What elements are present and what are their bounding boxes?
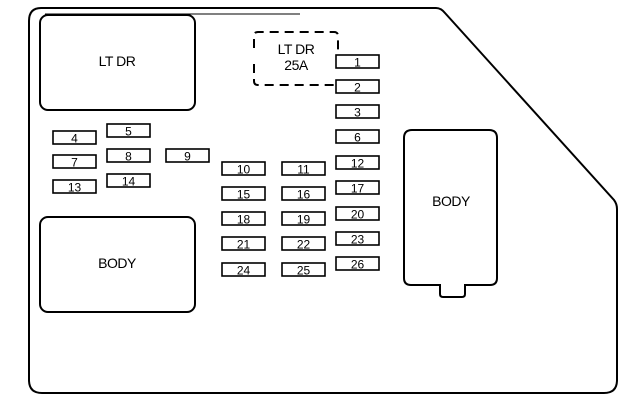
- fuse-slot: [335, 54, 380, 69]
- fuse-slot: [335, 129, 380, 144]
- fuse-8: 8: [106, 148, 151, 164]
- fuse-2: 2: [335, 79, 380, 95]
- fuse-label: 24: [237, 264, 251, 278]
- fuse-label: 17: [351, 182, 365, 196]
- fuse-18: 18: [221, 211, 266, 227]
- fuse-slot: [221, 186, 266, 201]
- fuse-25: 25: [281, 262, 326, 278]
- fuse-label: 4: [71, 132, 78, 146]
- fuse-slot: [281, 161, 326, 176]
- fuse-23: 23: [335, 231, 380, 247]
- fuse-label: 7: [71, 156, 78, 170]
- fuse-label: 1: [354, 56, 361, 70]
- fuse-slot: [221, 161, 266, 176]
- fuse-slot: [221, 262, 266, 277]
- fuse-label: 8: [125, 150, 132, 164]
- fuse-9: 9: [165, 148, 210, 164]
- fuse-label: 23: [351, 233, 365, 247]
- optional-fuse-lt-dr-25a: LT DR 25A: [253, 31, 339, 86]
- fuse-1: 1: [335, 54, 380, 70]
- fuse-14: 14: [106, 173, 151, 189]
- fuse-10: 10: [221, 161, 266, 177]
- fuse-17: 17: [335, 180, 380, 196]
- fuse-slot: [335, 104, 380, 119]
- fuse-label: 5: [125, 125, 132, 139]
- fuse-11: 11: [281, 161, 326, 177]
- fuse-24: 24: [221, 262, 266, 278]
- fuse-22: 22: [281, 236, 326, 252]
- fuse-slot: [335, 180, 380, 195]
- relay-body-left: BODY: [39, 216, 196, 313]
- relay-lt-dr-label: LT DR: [99, 53, 136, 69]
- fuse-label: 20: [351, 208, 365, 222]
- fuse-label: 3: [354, 106, 361, 120]
- fuse-15: 15: [221, 186, 266, 202]
- fuse-slot: [106, 173, 151, 188]
- fuse-20: 20: [335, 206, 380, 222]
- fuse-label: 6: [354, 131, 361, 145]
- fuse-slot: [52, 179, 97, 194]
- fuse-label: 19: [297, 213, 311, 227]
- fuse-label: 16: [297, 188, 311, 202]
- fuse-slot: [281, 236, 326, 251]
- fuse-7: 7: [52, 154, 97, 170]
- fuse-6: 6: [335, 129, 380, 145]
- fuse-label: 21: [237, 238, 251, 252]
- fuse-26: 26: [335, 256, 380, 272]
- fuse-label: 15: [237, 188, 251, 202]
- fuse-label: 25: [297, 264, 311, 278]
- fuse-4: 4: [52, 130, 97, 146]
- fuse-slot: [52, 130, 97, 145]
- fuse-slot: [165, 148, 210, 163]
- fuse-slot: [281, 186, 326, 201]
- fuse-slot: [335, 206, 380, 221]
- fuse-label: 22: [297, 238, 311, 252]
- fuse-slot: [221, 211, 266, 226]
- fuse-slot: [335, 231, 380, 246]
- fuse-16: 16: [281, 186, 326, 202]
- fuse-slot: [335, 155, 380, 170]
- fuse-5: 5: [106, 123, 151, 139]
- fuse-21: 21: [221, 236, 266, 252]
- fuse-label: 11: [297, 163, 310, 177]
- fuse-label: 10: [237, 163, 251, 177]
- fuse-label: 2: [354, 81, 361, 95]
- relay-body-right: BODY: [403, 129, 498, 298]
- fuse-label: 14: [122, 175, 136, 189]
- fuse-slot: [335, 256, 380, 271]
- optional-fuse-label-line1: LT DR: [278, 41, 315, 57]
- fuse-slot: [281, 211, 326, 226]
- fuse-slot: [106, 123, 151, 138]
- optional-fuse-label-line2: 25A: [284, 57, 309, 73]
- fuse-12: 12: [335, 155, 380, 171]
- relay-body-right-label: BODY: [432, 193, 471, 209]
- fuse-label: 9: [184, 150, 191, 164]
- fuse-slot: [335, 79, 380, 94]
- fuse-13: 13: [52, 179, 97, 195]
- fuse-label: 13: [68, 181, 82, 195]
- fuse-slot: [106, 148, 151, 163]
- fuse-label: 26: [351, 258, 365, 272]
- fuse-3: 3: [335, 104, 380, 120]
- relay-lt-dr: LT DR: [39, 14, 196, 111]
- fuse-slot: [281, 262, 326, 277]
- relay-body-left-label: BODY: [98, 255, 137, 271]
- fuse-label: 12: [351, 157, 365, 171]
- fuse-label: 18: [237, 213, 251, 227]
- fuse-slot: [221, 236, 266, 251]
- fuse-slot: [52, 154, 97, 169]
- fuse-19: 19: [281, 211, 326, 227]
